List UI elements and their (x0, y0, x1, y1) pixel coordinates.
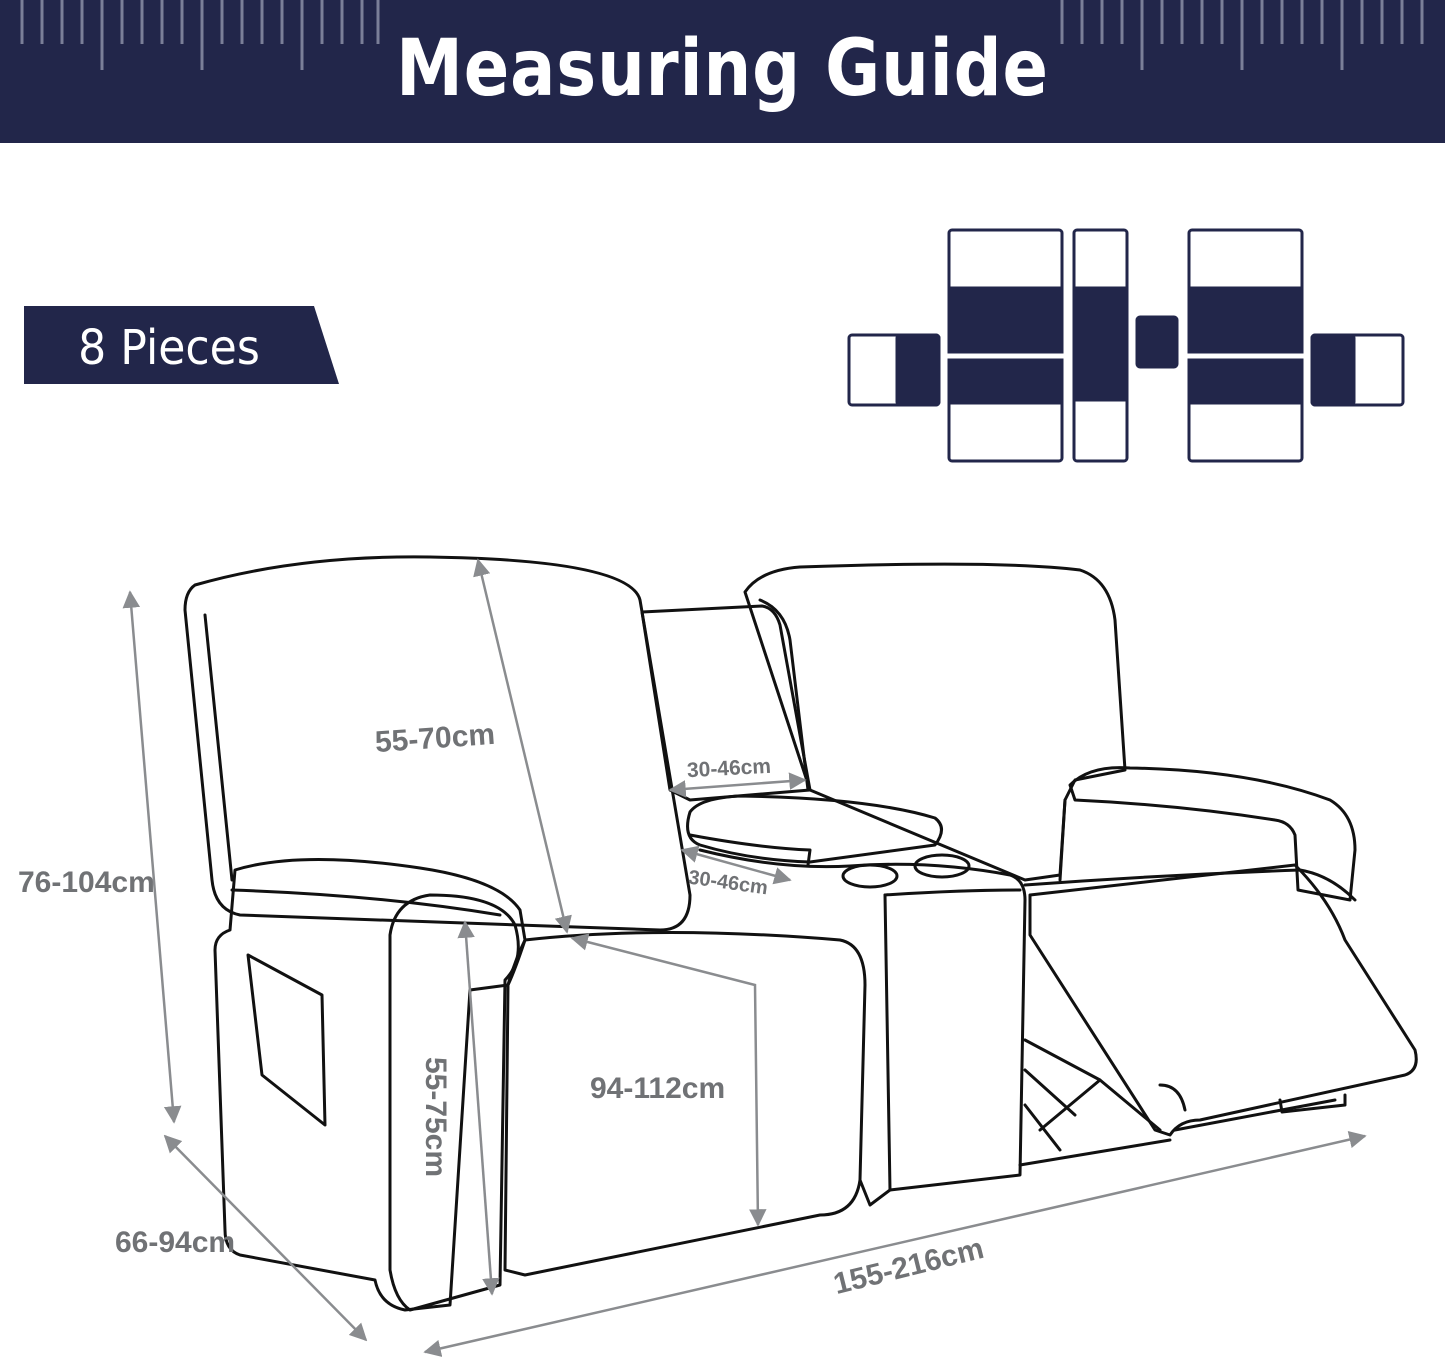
piece-left-seat (947, 358, 1064, 463)
footrest (1028, 863, 1418, 1137)
dim-arrow-backrest (473, 558, 572, 934)
piece-right-backrest (1187, 228, 1304, 354)
dim-arrow-height (122, 590, 182, 1124)
piece-left-backrest (947, 228, 1064, 354)
left-armrest-outer (213, 858, 527, 1312)
dim-arrow-width (423, 1130, 1367, 1358)
piece-left-arm (847, 333, 941, 407)
label-total-height: 76-104cm (18, 866, 155, 899)
piece-right-seat (1187, 358, 1304, 463)
left-seat-cushion (503, 931, 867, 1277)
right-backrest (743, 562, 1127, 882)
recliner-mechanism (1018, 1038, 1172, 1167)
cupholder-left (841, 863, 899, 889)
label-seat-length: 94-112cm (590, 1072, 726, 1105)
dim-arrow-console-width (668, 772, 807, 798)
page-title: Measuring Guide (396, 24, 1049, 114)
piece-console (1072, 228, 1129, 463)
label-armrest-height: 55-75cm (419, 1056, 453, 1178)
badge-shape (24, 306, 339, 384)
piece-console-lid (1135, 315, 1179, 369)
label-depth: 66-94cm (115, 1226, 236, 1259)
dim-arrow-seat-length (570, 933, 767, 1227)
pieces-badge: 8 Pieces (24, 306, 339, 384)
ruler-tick-marks (20, 0, 1424, 70)
right-seat-cushion (1023, 868, 1357, 902)
sofa-outline-drawing (122, 555, 1418, 1358)
header-banner: Measuring Guide (0, 0, 1445, 143)
pieces-count-label: 8 Pieces (78, 320, 260, 376)
left-backrest (183, 555, 692, 932)
dim-arrow-arm-height (457, 920, 500, 1296)
label-console-width: 30-46cm (686, 754, 772, 783)
cupholder-right (913, 853, 971, 879)
side-pocket (246, 953, 327, 1127)
dim-arrow-console-depth (680, 845, 792, 885)
dim-arrow-depth (163, 1134, 368, 1342)
piece-right-arm (1310, 333, 1405, 407)
right-armrest (1068, 766, 1357, 902)
pieces-layout-diagram (847, 228, 1405, 463)
